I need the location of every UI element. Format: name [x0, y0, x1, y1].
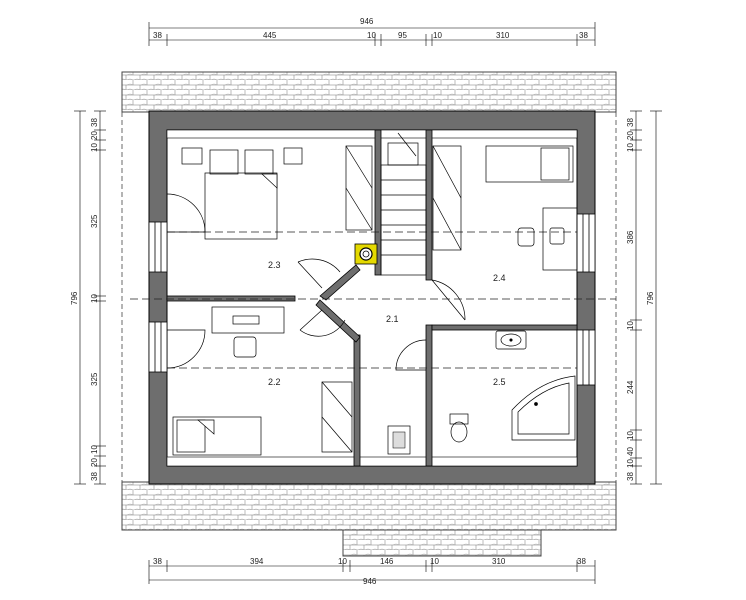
room-label-2-2: 2.2 — [268, 377, 281, 387]
dimensions-bottom — [148, 560, 596, 584]
dim-bottom-seg: 146 — [380, 557, 394, 566]
door-2-4 — [431, 279, 466, 321]
wardrobe-2-2 — [321, 381, 353, 453]
dim-right-seg: 38 — [626, 472, 635, 481]
roof — [121, 71, 617, 557]
roof-top — [121, 71, 617, 113]
dimension-labels-bottom: 38 394 10 146 10 310 38 946 — [153, 557, 586, 586]
dimensions-right — [630, 110, 662, 485]
wall-2-4-2-5 — [431, 324, 578, 331]
wardrobe-2-4 — [432, 145, 462, 251]
room-labels: 2.3 2.4 2.1 2.2 2.5 — [268, 260, 506, 387]
dim-bottom-seg: 10 — [430, 557, 439, 566]
room-label-2-5: 2.5 — [493, 377, 506, 387]
door-2-5 — [395, 339, 427, 371]
dim-left-seg: 10 — [90, 445, 99, 454]
diagonal-wall-2 — [315, 299, 361, 343]
dim-left-total: 796 — [70, 291, 79, 305]
dim-left-seg: 20 — [90, 458, 99, 467]
stair-wall-right — [425, 129, 433, 281]
room-label-2-4: 2.4 — [493, 273, 506, 283]
room-label-2-1: 2.1 — [386, 314, 399, 324]
dim-right-seg: 386 — [626, 230, 635, 244]
dim-top-seg: 445 — [263, 31, 277, 40]
duct-2-2 — [387, 425, 411, 455]
internal-walls — [166, 129, 578, 467]
dim-top-total: 946 — [360, 17, 374, 26]
dim-right-seg: 244 — [626, 380, 635, 394]
furniture-2-3 — [181, 145, 373, 240]
dim-right-seg: 10 — [626, 143, 635, 152]
room-label-2-3: 2.3 — [268, 260, 281, 270]
dim-top-seg: 10 — [433, 31, 442, 40]
dim-top-seg: 10 — [367, 31, 376, 40]
dimension-labels-left: 796 38 20 10 325 10 325 10 20 38 — [70, 118, 99, 481]
dim-right-total: 796 — [646, 291, 655, 305]
dim-bottom-seg: 310 — [492, 557, 506, 566]
dim-left-seg: 20 — [90, 131, 99, 140]
bed-2-3 — [204, 172, 278, 240]
dim-left-seg: 38 — [90, 118, 99, 127]
dim-right-seg: 40 — [626, 447, 635, 456]
diagonal-wall — [319, 264, 361, 301]
door-2-3-window — [166, 193, 206, 233]
dim-bottom-seg: 38 — [153, 557, 162, 566]
door-2-2 — [299, 309, 346, 337]
dim-bottom-seg: 10 — [338, 557, 347, 566]
corridor-wall-left — [353, 334, 361, 467]
door-2-3 — [297, 258, 341, 289]
dim-top-seg: 38 — [579, 31, 588, 40]
window-2-4 — [576, 213, 596, 273]
dim-left-seg: 325 — [90, 372, 99, 386]
toilet — [449, 413, 469, 425]
dim-right-seg: 20 — [626, 131, 635, 140]
dim-right-seg: 10 — [626, 459, 635, 468]
dim-left-seg: 325 — [90, 214, 99, 228]
chimney — [354, 243, 378, 265]
wardrobe-2-3 — [345, 145, 373, 231]
dim-top-seg: 95 — [398, 31, 407, 40]
dim-left-seg: 38 — [90, 472, 99, 481]
dim-right-seg: 10 — [626, 321, 635, 330]
dim-top-seg: 38 — [153, 31, 162, 40]
dimensions-left — [74, 110, 106, 485]
dim-bottom-seg: 38 — [577, 557, 586, 566]
axis-lines — [130, 231, 616, 369]
bed-2-4 — [485, 145, 574, 183]
dim-right-seg: 38 — [626, 118, 635, 127]
corridor-wall-right — [425, 324, 433, 467]
bathtub — [511, 375, 576, 441]
dim-bottom-total: 946 — [363, 577, 377, 586]
furniture-2-4 — [432, 145, 578, 271]
dormer-bottom — [342, 529, 542, 557]
roof-bottom — [121, 481, 617, 531]
window-2-5 — [576, 329, 596, 386]
window-2-2 — [148, 321, 168, 373]
window-2-3 — [148, 221, 168, 273]
bed-2-2 — [172, 416, 262, 456]
dim-top-seg: 310 — [496, 31, 510, 40]
door-2-2-window — [166, 329, 206, 369]
furniture-2-2 — [172, 306, 353, 456]
dimension-labels-top: 946 38 445 10 95 10 310 38 — [153, 17, 588, 40]
stairs — [380, 132, 427, 276]
furniture-2-5 — [449, 330, 576, 443]
dimensions-top — [148, 22, 596, 46]
windows — [148, 213, 596, 386]
dim-right-seg: 10 — [626, 431, 635, 440]
wall-2-2-2-3 — [166, 295, 296, 302]
dim-left-seg: 10 — [90, 143, 99, 152]
dim-left-seg: 10 — [90, 294, 99, 303]
desk-2-2 — [211, 306, 285, 334]
doors — [166, 193, 466, 371]
dimension-labels-right: 38 20 10 386 10 244 10 40 10 38 796 — [626, 118, 655, 481]
dim-bottom-seg: 394 — [250, 557, 264, 566]
sink — [495, 330, 527, 350]
desk-2-4 — [542, 207, 578, 271]
